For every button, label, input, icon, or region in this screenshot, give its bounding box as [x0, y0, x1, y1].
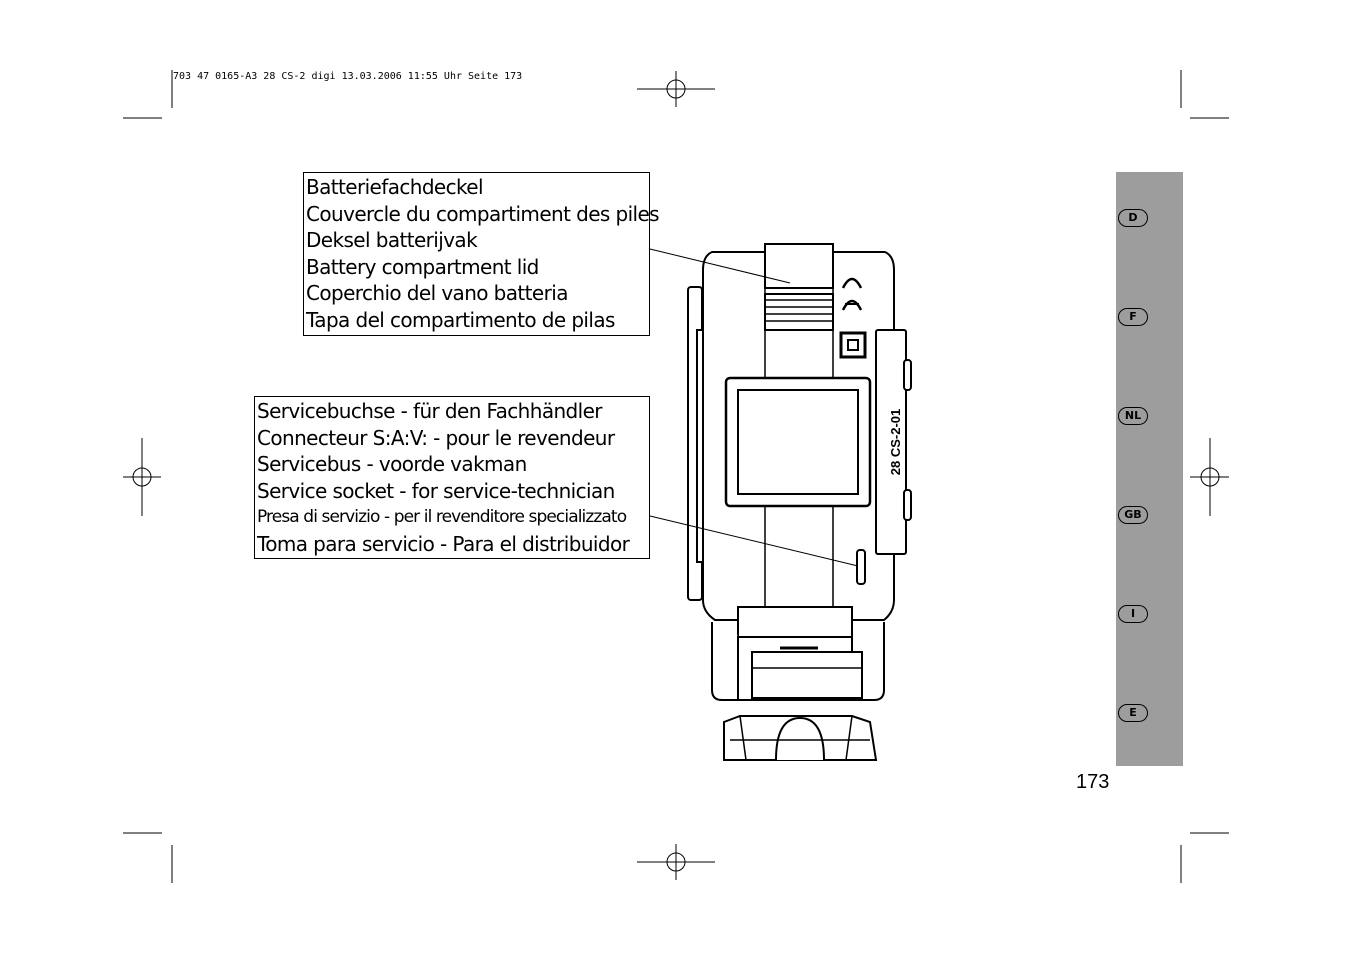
camera-drawing	[687, 243, 912, 761]
service-socket-callout: Servicebuchse - für den Fachhändler Conn…	[254, 396, 650, 559]
leader-lines	[649, 248, 859, 567]
language-tab-f[interactable]: F	[1118, 308, 1148, 326]
model-label: 28 CS-2-01	[888, 409, 903, 475]
language-tab-nl[interactable]: NL	[1118, 407, 1148, 425]
battery-lid-callout: Batteriefachdeckel Couvercle du comparti…	[303, 172, 660, 336]
callout-line: Tapa del compartimento de pilas	[306, 307, 615, 332]
registration-marks	[123, 71, 1229, 880]
callout-line: Service socket - for service-technician	[257, 478, 615, 503]
crop-marks	[123, 70, 1229, 883]
language-tab-d[interactable]: D	[1118, 209, 1148, 227]
callout-line: Deksel batterijvak	[306, 228, 478, 253]
page-number: 173	[1076, 771, 1110, 793]
language-tab-gb[interactable]: GB	[1118, 506, 1148, 524]
language-tab-i[interactable]: I	[1118, 605, 1148, 623]
print-header: 703 47 0165-A3 28 CS-2 digi 13.03.2006 1…	[173, 71, 523, 82]
callout-line: Connecteur S:A:V: - pour le revendeur	[257, 425, 615, 450]
callout-line: Servicebuchse - für den Fachhändler	[257, 399, 603, 423]
callout-line: Batteriefachdeckel	[306, 175, 484, 199]
callout-line: Coperchio del vano batteria	[306, 281, 568, 306]
callout-line: Couvercle du compartiment des piles	[306, 201, 660, 226]
callout-line: Presa di servizio - per il revenditore s…	[257, 507, 627, 528]
callout-line: Toma para servicio - Para el distribuido…	[257, 531, 630, 556]
language-tab-e[interactable]: E	[1118, 704, 1148, 722]
callout-line: Servicebus - voorde vakman	[257, 452, 527, 477]
language-sidebar	[1116, 172, 1183, 766]
callout-line: Battery compartment lid	[306, 254, 539, 279]
